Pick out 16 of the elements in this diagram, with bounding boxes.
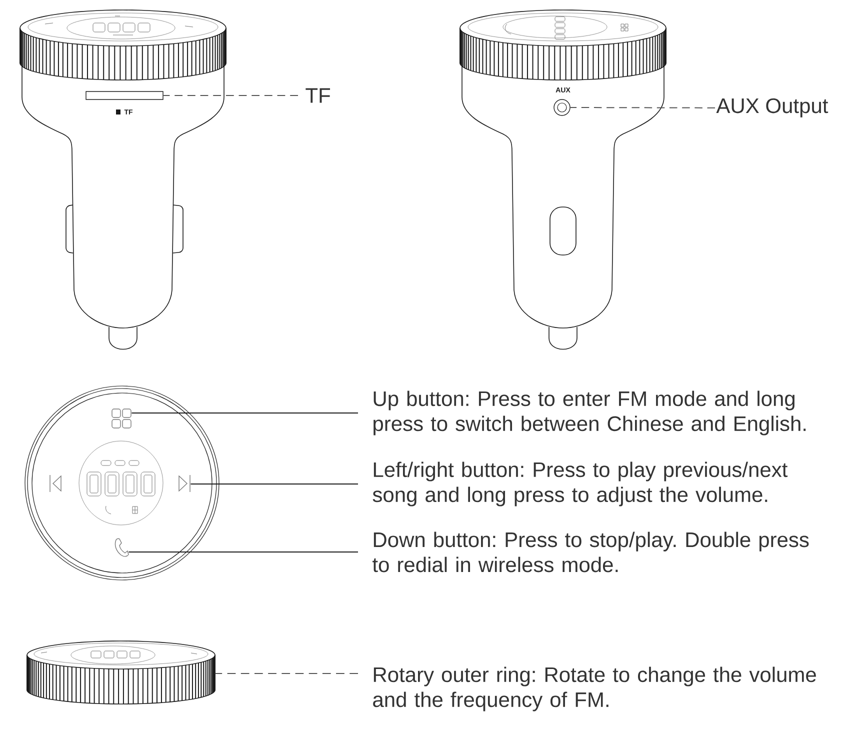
grid-icon [112,408,132,428]
leader-line [131,412,358,414]
leader-line [570,107,716,108]
callout-text: Up button: Press to enter FM mode and long press to switch between Chinese and English. [374,390,806,436]
callout-text: Down button: Press to stop/play. Double press to redial in wireless mode. [372,532,809,572]
rotary-knob [26,640,216,704]
phone-icon [114,538,129,557]
leader-line [214,673,358,674]
callout-text: Rotary outer ring: Rotate to change the volume and the frequency of FM. [373,666,816,712]
callout-label: TF [306,88,330,103]
callout-text: Left/right button: Press to play previous/next song and long press to adjust the volume. [372,462,788,506]
callout-label: AUX Output [716,98,828,118]
next-track-icon [178,474,190,492]
leader-line [162,95,298,96]
card-slot [86,91,164,100]
audio-jack [554,99,570,116]
